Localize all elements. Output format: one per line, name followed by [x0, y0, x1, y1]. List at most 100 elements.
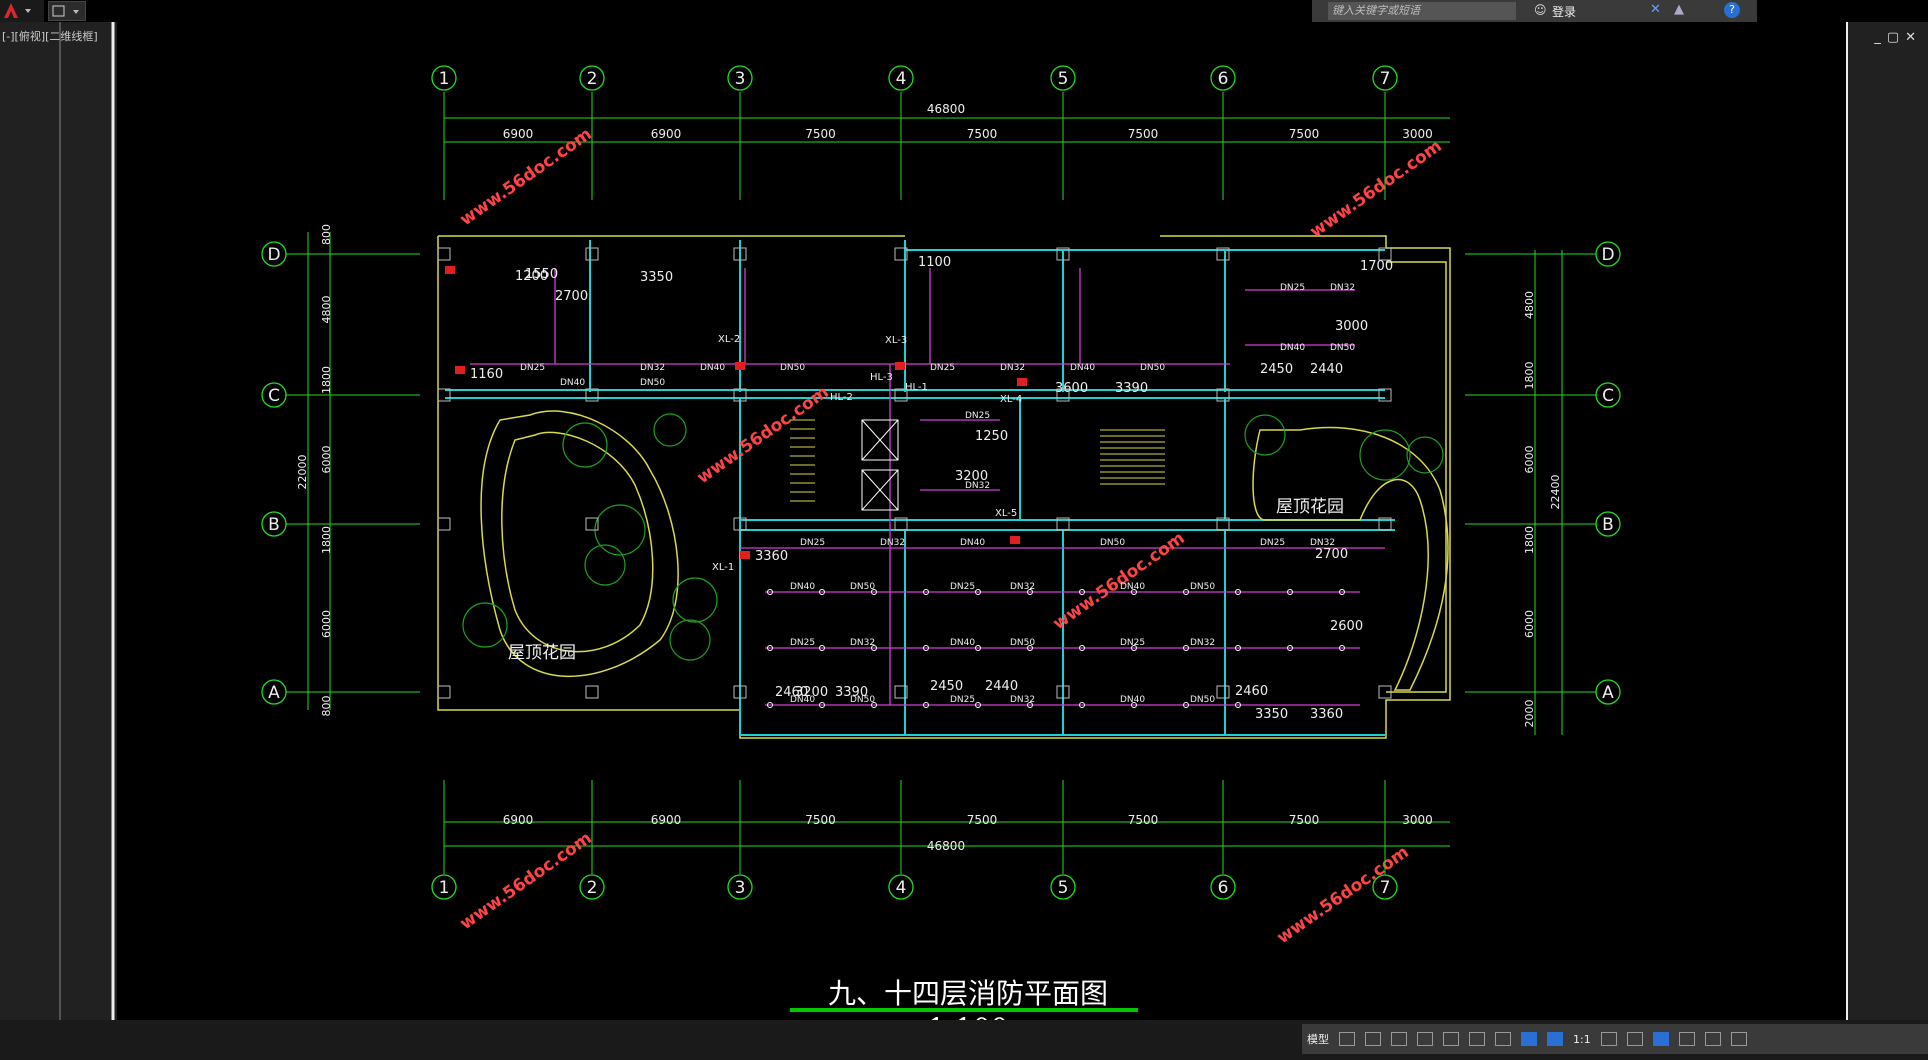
pipe-label: DN50 — [1330, 343, 1355, 353]
dimension-right: 6000 — [1523, 446, 1536, 474]
polar-icon[interactable] — [1417, 1032, 1433, 1046]
dimension-top: 7500 — [1289, 127, 1320, 141]
snap-icon[interactable] — [1365, 1032, 1381, 1046]
pipe-label: DN32 — [1330, 283, 1355, 293]
riser-label: XL-2 — [718, 334, 740, 345]
model-tab[interactable]: 模型 — [1307, 1033, 1329, 1046]
axis-bubble-col — [888, 65, 914, 91]
otrack-icon[interactable] — [1469, 1032, 1485, 1046]
structural-column — [1056, 685, 1070, 699]
autodesk-a360-icon[interactable]: ▲ — [1674, 2, 1684, 17]
axis-label-row: D — [267, 245, 280, 265]
grid-icon[interactable] — [1339, 1032, 1355, 1046]
quick-access-toolbar[interactable] — [48, 1, 86, 21]
pipe-label: DN40 — [790, 695, 815, 705]
sprinkler-head — [1079, 645, 1085, 651]
room-dimension: 2440 — [1310, 362, 1343, 377]
sprinkler-head — [819, 702, 825, 708]
sprinkler-head — [1183, 645, 1189, 651]
riser-label: HL-2 — [830, 392, 853, 403]
clean-screen-icon[interactable] — [1704, 1032, 1721, 1046]
riser-label: XL-1 — [712, 562, 734, 573]
axis-label-col: 5 — [1058, 878, 1069, 898]
sprinkler-head — [1027, 702, 1033, 708]
structural-column — [437, 517, 451, 531]
login-link[interactable]: 登录 — [1552, 5, 1577, 19]
user-icon[interactable]: ☺ — [1534, 3, 1547, 17]
room-dimension: 3350 — [640, 270, 673, 285]
room-dimension: 2450 — [1260, 362, 1293, 377]
room-dimension: 1250 — [975, 429, 1008, 444]
room-dimension: 1100 — [918, 255, 951, 270]
search-input[interactable]: 键入关键字或短语 — [1328, 2, 1516, 20]
pipe-label: DN50 — [780, 363, 805, 373]
axis-label-row: B — [268, 515, 280, 535]
pipe-label: DN50 — [1100, 538, 1125, 548]
sprinkler-head — [1131, 702, 1137, 708]
menu-icon[interactable] — [1730, 1032, 1747, 1046]
sprinkler-head — [923, 589, 929, 595]
dimension-bottom: 7500 — [1128, 813, 1159, 827]
axis-bubble-col — [431, 874, 457, 900]
osnap-icon[interactable] — [1443, 1032, 1459, 1046]
pipe-label: DN25 — [520, 363, 545, 373]
room-dimension: 3600 — [1055, 381, 1088, 396]
annotation-visibility-icon[interactable] — [1521, 1032, 1537, 1046]
pipe-label: DN25 — [1280, 283, 1305, 293]
plus-icon[interactable] — [1626, 1032, 1643, 1046]
axis-bubble-col — [727, 874, 753, 900]
pipe-label: DN25 — [950, 695, 975, 705]
dimension-left: 4800 — [320, 296, 333, 324]
pipe-label: DN40 — [1280, 343, 1305, 353]
structural-column — [1216, 247, 1230, 261]
axis-label-col: 6 — [1218, 878, 1229, 898]
sprinkler-head — [819, 645, 825, 651]
axis-label-row: A — [268, 683, 280, 703]
sprinkler-head — [1287, 645, 1293, 651]
structural-column — [437, 388, 451, 402]
lineweight-icon[interactable] — [1495, 1032, 1511, 1046]
top-toolbar: 键入关键字或短语 ☺ 登录 ✕ ▲ ? — [0, 0, 1928, 22]
riser-label: XL-4 — [1000, 394, 1022, 405]
isolate-icon[interactable] — [1652, 1032, 1669, 1046]
structural-column — [585, 388, 599, 402]
axis-bubble-col — [1210, 874, 1236, 900]
viewport-window-controls[interactable]: _▢✕ — [1874, 30, 1922, 45]
axis-label-col: 4 — [896, 69, 907, 89]
dimension-bottom: 7500 — [967, 813, 998, 827]
room-dimension: 3000 — [1335, 319, 1368, 334]
infocenter-bar: 键入关键字或短语 ☺ 登录 ✕ ▲ ? — [1312, 0, 1757, 22]
sprinkler-head — [1183, 589, 1189, 595]
pipe-label: DN40 — [560, 378, 585, 388]
app-menu-button[interactable] — [0, 0, 44, 22]
ortho-icon[interactable] — [1391, 1032, 1407, 1046]
axis-label-row: C — [268, 386, 280, 406]
pipe-label: DN40 — [950, 638, 975, 648]
viewport-label[interactable]: [-][俯视][二维线框] — [2, 30, 98, 43]
axis-label-row: B — [1602, 515, 1614, 535]
axis-bubble-col — [579, 874, 605, 900]
exchange-icon[interactable]: ✕ — [1650, 2, 1661, 17]
sprinkler-head — [923, 645, 929, 651]
dimension-right: 6000 — [1523, 610, 1536, 638]
room-dimension: 3390 — [835, 685, 868, 700]
gear-icon[interactable] — [1600, 1032, 1617, 1046]
sprinkler-head — [819, 589, 825, 595]
annotation-scale[interactable]: 1:1 — [1573, 1032, 1591, 1046]
room-dimension: 1700 — [1360, 259, 1393, 274]
dimension-bottom: 7500 — [1289, 813, 1320, 827]
auto-scale-icon[interactable] — [1547, 1032, 1563, 1046]
sprinkler-head — [1235, 645, 1241, 651]
structural-column — [894, 685, 908, 699]
room-dimension: 3390 — [1115, 381, 1148, 396]
dimension-top: 7500 — [805, 127, 836, 141]
save-icon — [52, 5, 79, 17]
dimension-left: 1800 — [320, 366, 333, 394]
hardware-acceleration-icon[interactable] — [1678, 1032, 1695, 1046]
sprinkler-head — [1079, 589, 1085, 595]
fire-hydrant-icon — [455, 366, 465, 374]
help-icon[interactable]: ? — [1724, 2, 1740, 18]
sprinkler-head — [975, 645, 981, 651]
room-dimension: 3200 — [955, 469, 988, 484]
axis-label-col: 6 — [1218, 69, 1229, 89]
